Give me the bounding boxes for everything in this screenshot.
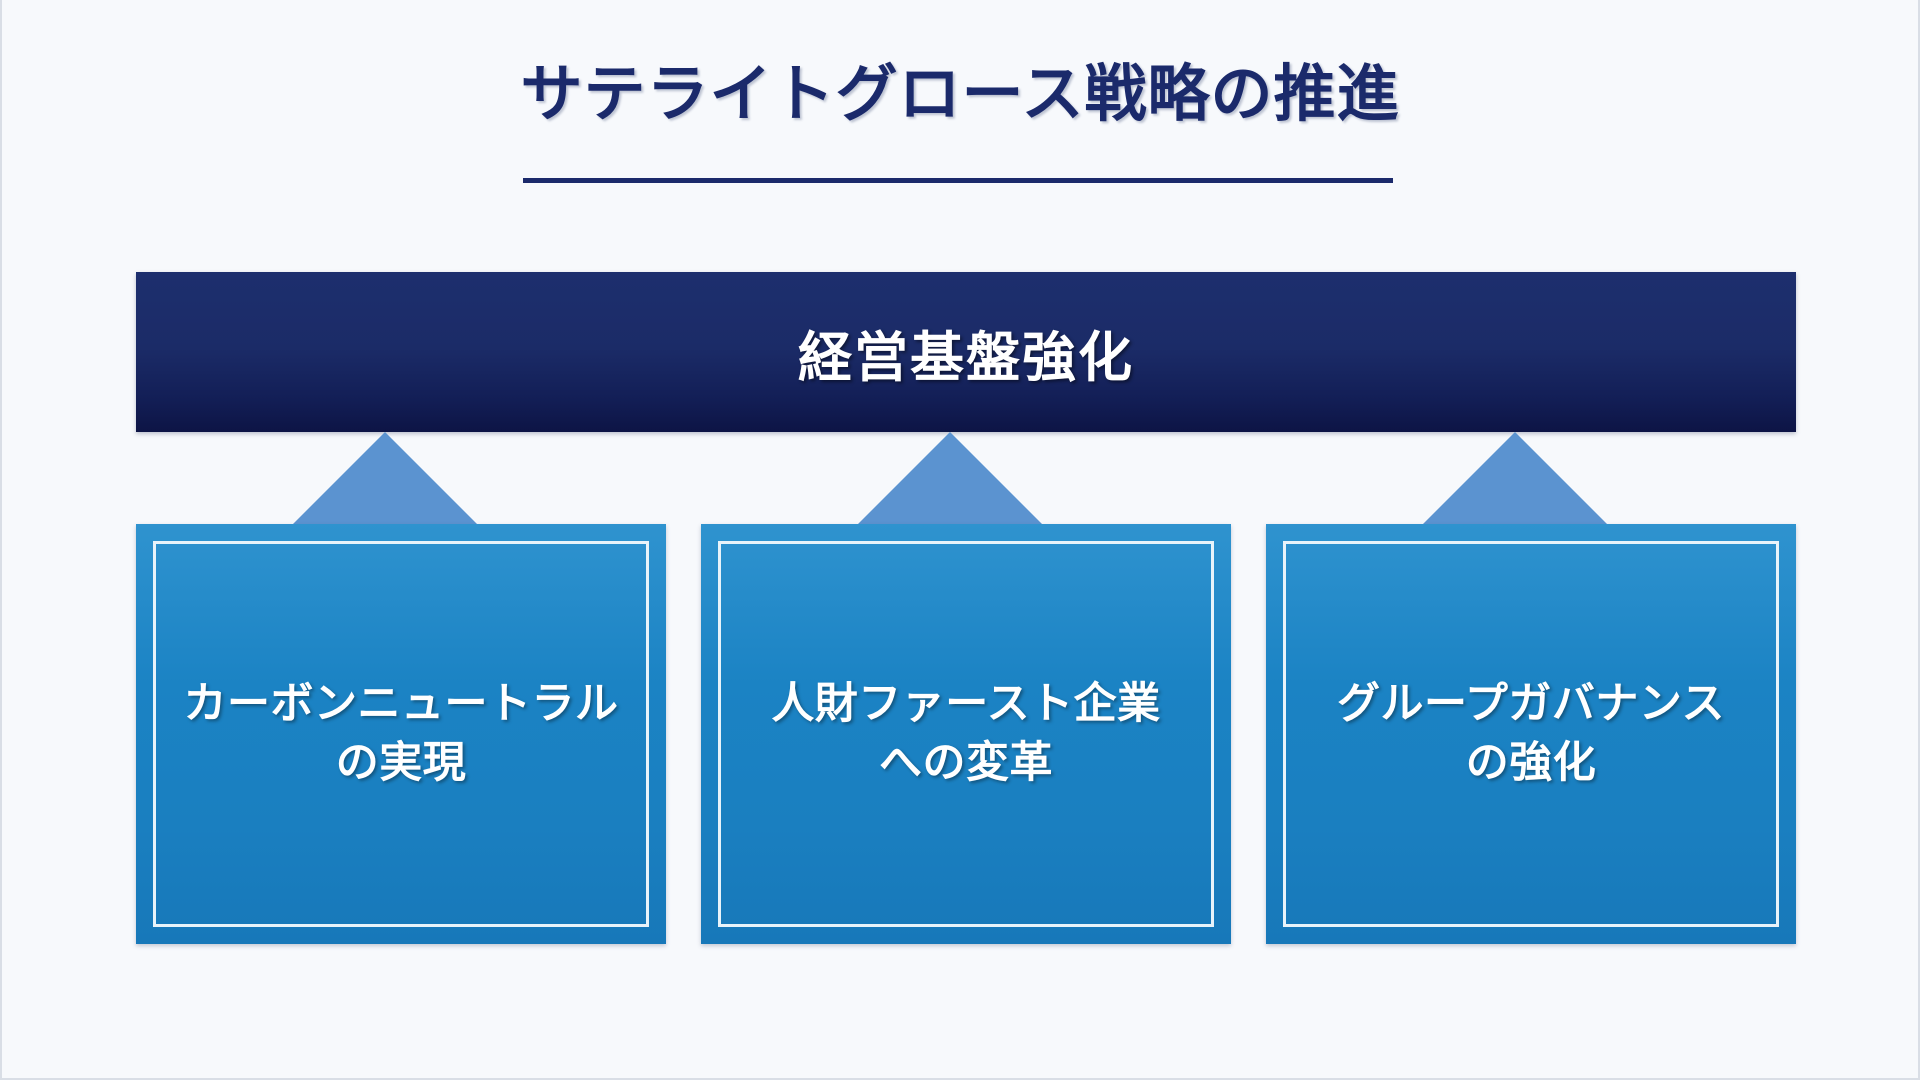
title-block: サテライトグロース戦略の推進 — [0, 62, 1920, 137]
pillar-label-2: 人財ファースト企業 への変革 — [771, 679, 1161, 787]
title-underline — [523, 178, 1393, 183]
slide-bottom-edge-rule — [0, 1078, 1920, 1080]
pillar-carbon-neutral[interactable]: カーボンニュートラル の実現 — [136, 524, 666, 944]
pillar-label-3: グループガバナンス の強化 — [1336, 679, 1726, 787]
management-foundation-banner: 経営基盤強化 — [136, 272, 1796, 432]
up-arrow-icon-1 — [287, 432, 483, 530]
up-arrow-icon-3 — [1417, 432, 1613, 530]
pillar-inner-border-1: カーボンニュートラル の実現 — [153, 541, 649, 927]
pillar-human-capital-first[interactable]: 人財ファースト企業 への変革 — [701, 524, 1231, 944]
page-title: サテライトグロース戦略の推進 — [520, 60, 1400, 129]
pillar-group-governance[interactable]: グループガバナンス の強化 — [1266, 524, 1796, 944]
pillar-label-1: カーボンニュートラル の実現 — [183, 679, 619, 787]
slide-right-edge-rule — [1918, 0, 1920, 1080]
banner-label: 経営基盤強化 — [798, 327, 1134, 388]
pillar-inner-border-3: グループガバナンス の強化 — [1283, 541, 1779, 927]
up-arrow-icon-2 — [852, 432, 1048, 530]
slide-left-edge-rule — [0, 0, 2, 1080]
pillar-inner-border-2: 人財ファースト企業 への変革 — [718, 541, 1214, 927]
